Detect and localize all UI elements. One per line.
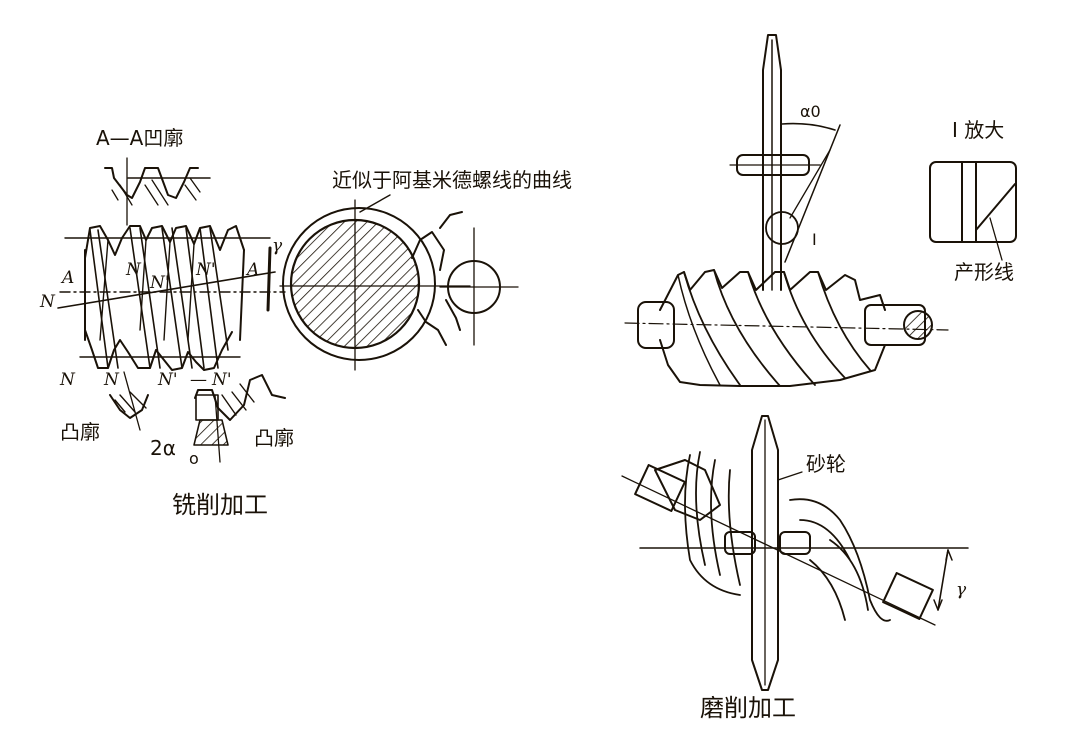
milling-caption: 铣削加工 — [172, 491, 268, 519]
convex-profile-right-label: 凸廓 — [254, 426, 294, 450]
letter-n-inner-2: N' — [150, 273, 170, 293]
grinding-caption: 磨削加工 — [700, 694, 796, 722]
section-a-a-label: A—A凹廓 — [96, 126, 184, 150]
letter-n-inner-3: N' — [196, 260, 216, 280]
worm-cross-section — [279, 194, 519, 371]
grinding-wheel-bottom — [751, 415, 803, 691]
detail-enlarged-title: I 放大 — [952, 118, 1005, 142]
ground-worm-angled — [621, 451, 969, 626]
milled-worm — [57, 225, 286, 371]
letter-n-bottom-4: N' — [212, 370, 232, 390]
profile-line-label: 产形线 — [954, 260, 1014, 284]
letter-n-bottom-dash: — — [190, 370, 207, 390]
letter-a-left: A — [62, 268, 75, 288]
grinding-wheel-top — [729, 34, 841, 291]
letter-n-axis: N — [40, 292, 55, 312]
convex-profile-left — [109, 371, 149, 431]
detail-marker-i: I — [812, 230, 817, 249]
alpha0-label: α0 — [800, 102, 821, 121]
convex-profile-left-label: 凸廓 — [60, 420, 100, 444]
letter-n-inner-1: N — [126, 260, 141, 280]
ground-worm-top — [624, 269, 949, 387]
angle-subscript: o — [189, 449, 199, 468]
letter-n-bottom-2: N — [104, 370, 119, 390]
letter-a-right: A — [247, 260, 260, 280]
detail-enlarged-box — [929, 161, 1017, 261]
angle-2alpha-label: 2α — [150, 436, 176, 460]
archimedean-curve-label: 近似于阿基米德螺线的曲线 — [332, 168, 572, 192]
letter-n-bottom-3: N' — [158, 370, 178, 390]
convex-profile-right — [193, 374, 286, 463]
gamma-label-milling: γ — [272, 236, 283, 256]
grinding-wheel-label: 砂轮 — [806, 452, 846, 476]
gamma-label-grinding: γ — [956, 580, 967, 600]
concave-section-profile — [104, 157, 211, 226]
letter-n-bottom-1: N — [60, 370, 75, 390]
